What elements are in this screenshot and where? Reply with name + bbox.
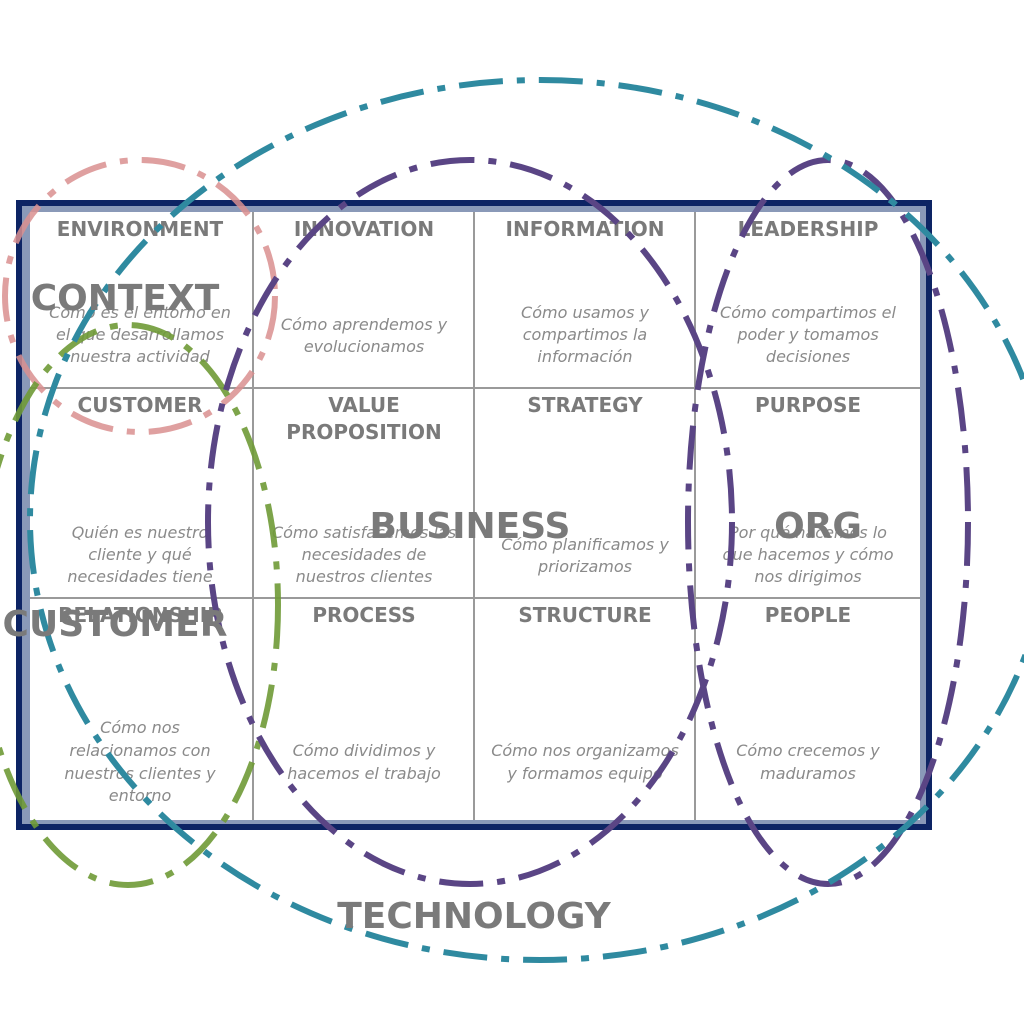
cell-title: LEADERSHIP <box>738 217 879 241</box>
cell-description: maduramos <box>760 764 856 783</box>
cell-description: decisiones <box>766 347 850 366</box>
cell-information: INFORMATION Cómo usamos y compartimos la in… <box>506 217 665 366</box>
cell-description: el que desarrollamos <box>56 325 224 344</box>
cell-description: Cómo aprendemos y <box>281 315 448 334</box>
cell-customer: CUSTOMER Quién es nuestro cliente y qué nec… <box>67 393 212 586</box>
cell-description: nos dirigimos <box>754 567 861 586</box>
cell-description: y formamos equipo <box>506 764 662 783</box>
context-label: CONTEXT <box>31 278 220 319</box>
cell-description: información <box>537 347 632 366</box>
cell-description: nuestros clientes y <box>64 764 216 783</box>
cell-description: Cómo usamos y <box>521 303 650 322</box>
cell-description: Cómo compartimos el <box>720 303 896 322</box>
cell-title: RELATIONSHIP <box>58 603 222 627</box>
cell-description: que hacemos y cómo <box>722 545 893 564</box>
cell-description: evolucionamos <box>304 337 424 356</box>
org-label: ORG <box>774 506 862 547</box>
cell-description: nuestros clientes <box>296 567 433 586</box>
cell-description: Cómo dividimos y <box>293 741 436 760</box>
cell-process: PROCESS Cómo dividimos y hacemos el trabaj… <box>287 603 441 783</box>
cell-description: Cómo satisfacemos las <box>272 523 456 542</box>
cell-title: STRATEGY <box>527 393 643 417</box>
cell-description: nuestra actividad <box>70 347 210 366</box>
cell-description: Cómo nos <box>100 718 180 737</box>
cell-description: hacemos el trabajo <box>287 764 441 783</box>
cell-title: INFORMATION <box>506 217 665 241</box>
cell-description: compartimos la <box>523 325 647 344</box>
cell-description: Cómo crecemos y <box>736 741 880 760</box>
cell-title: PROCESS <box>312 603 415 627</box>
customer-ellipse <box>0 322 281 888</box>
cell-structure: STRUCTURE Cómo nos organizamos y formamos … <box>491 603 679 783</box>
business-ellipse <box>205 157 735 887</box>
cell-strategy: STRATEGY Cómo planificamos y priorizamos <box>501 393 669 576</box>
cell-title: ENVIRONMENT <box>57 217 224 241</box>
context-ellipse <box>2 157 278 435</box>
cell-description: necesidades de <box>302 545 427 564</box>
customer-label: CUSTOMER <box>3 604 228 645</box>
cell-description: cliente y qué <box>88 545 192 564</box>
cell-description: Por qué hacemos lo <box>729 523 887 542</box>
cell-title: PURPOSE <box>755 393 861 417</box>
cell-description: entorno <box>109 786 172 805</box>
cell-title: PROPOSITION <box>286 420 441 444</box>
cell-description: Cómo nos organizamos <box>491 741 679 760</box>
cell-title: VALUE <box>328 393 400 417</box>
business-label: BUSINESS <box>370 506 571 547</box>
ellipses-layer <box>0 77 1024 963</box>
cell-description: Quién es nuestro <box>72 523 209 542</box>
cell-title: CUSTOMER <box>78 393 203 417</box>
cell-description: poder y tomamos <box>736 325 878 344</box>
cell-description: necesidades tiene <box>67 567 212 586</box>
cell-purpose: PURPOSE Por qué hacemos lo que hacemos y c… <box>722 393 893 586</box>
technology-ellipse <box>27 77 1024 963</box>
cell-description: Cómo planificamos y <box>501 535 669 554</box>
cell-people: PEOPLE Cómo crecemos y maduramos <box>736 603 880 783</box>
cell-value-proposition: VALUE PROPOSITION Cómo satisfacemos las nec… <box>272 393 456 586</box>
technology-label: TECHNOLOGY <box>337 896 611 937</box>
cell-description: relacionamos con <box>69 741 210 760</box>
cell-description: priorizamos <box>537 557 632 576</box>
cell-title: STRUCTURE <box>518 603 651 627</box>
cell-title: PEOPLE <box>765 603 851 627</box>
cell-relationship: RELATIONSHIP Cómo nos relacionamos con nues… <box>58 603 222 805</box>
cell-leadership: LEADERSHIP Cómo compartimos el poder y tom… <box>720 217 896 366</box>
